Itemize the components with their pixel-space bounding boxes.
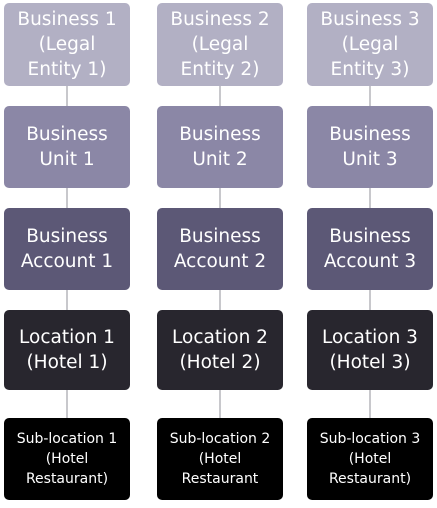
business-account-box: Business Account 1	[4, 208, 130, 290]
sub-location-box: Sub-location 2 (Hotel Restaurant	[157, 418, 283, 500]
legal-entity-box: Business 1 (Legal Entity 1)	[4, 3, 130, 86]
business-account-box: Business Account 2	[157, 208, 283, 290]
connector-line	[219, 86, 221, 106]
location-box: Location 2 (Hotel 2)	[157, 310, 283, 390]
connector-line	[369, 390, 371, 418]
hierarchy-column-2: Business 2 (Legal Entity 2) Business Uni…	[157, 0, 283, 508]
connector-line	[369, 86, 371, 106]
legal-entity-box: Business 3 (Legal Entity 3)	[307, 3, 433, 86]
hierarchy-column-1: Business 1 (Legal Entity 1) Business Uni…	[4, 0, 130, 508]
legal-entity-box: Business 2 (Legal Entity 2)	[157, 3, 283, 86]
business-unit-box: Business Unit 3	[307, 106, 433, 188]
hierarchy-column-3: Business 3 (Legal Entity 3) Business Uni…	[307, 0, 433, 508]
sub-location-box: Sub-location 1 (Hotel Restaurant)	[4, 418, 130, 500]
business-unit-box: Business Unit 1	[4, 106, 130, 188]
sub-location-box: Sub-location 3 (Hotel Restaurant)	[307, 418, 433, 500]
connector-line	[219, 188, 221, 208]
location-box: Location 1 (Hotel 1)	[4, 310, 130, 390]
connector-line	[369, 188, 371, 208]
connector-line	[66, 290, 68, 310]
connector-line	[66, 86, 68, 106]
business-account-box: Business Account 3	[307, 208, 433, 290]
connector-line	[219, 390, 221, 418]
connector-line	[66, 188, 68, 208]
location-box: Location 3 (Hotel 3)	[307, 310, 433, 390]
business-unit-box: Business Unit 2	[157, 106, 283, 188]
connector-line	[369, 290, 371, 310]
connector-line	[219, 290, 221, 310]
connector-line	[66, 390, 68, 418]
